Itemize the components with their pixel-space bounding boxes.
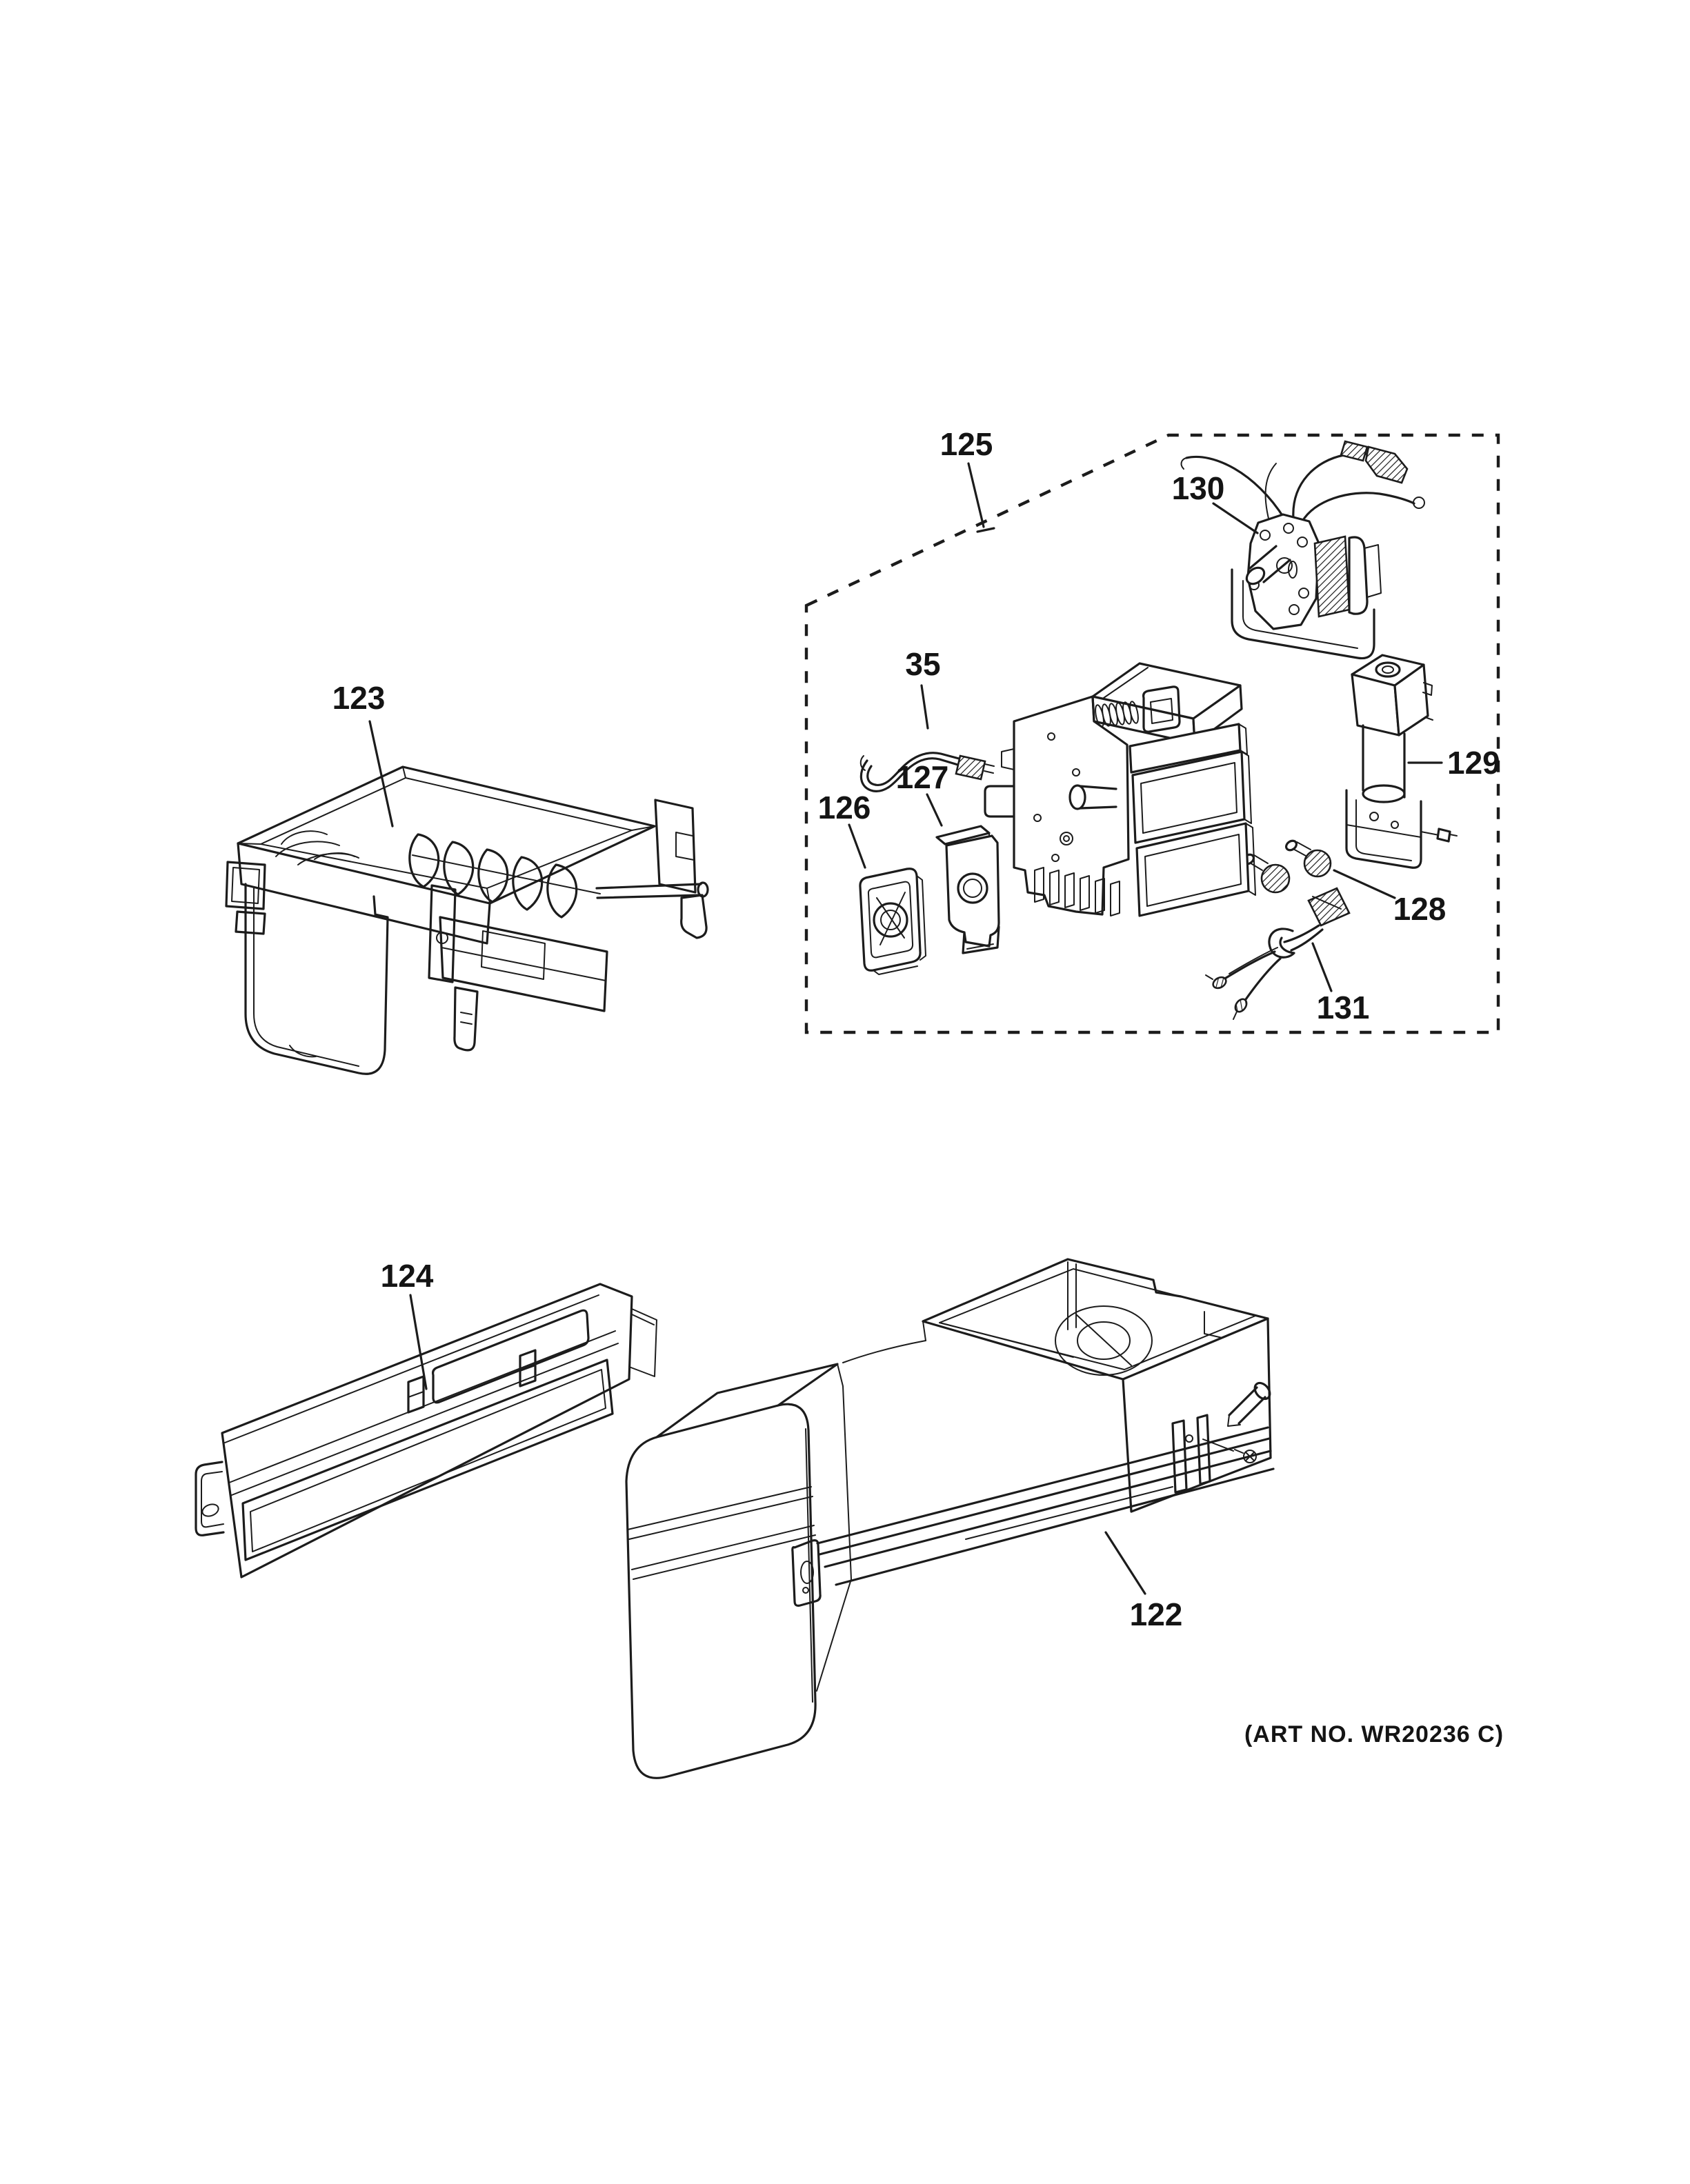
wire-harness-35-drawing [859, 752, 995, 792]
bracket-127-drawing [935, 825, 1000, 954]
art-number-text: (ART NO. WR20236 C) [1244, 1721, 1504, 1747]
ice-bucket-assembly-122-drawing [625, 1258, 1275, 1779]
front-panel-124-drawing [195, 1283, 657, 1579]
assembly-boundary-box-125 [804, 433, 1500, 1034]
callout-127: 127 [896, 759, 949, 795]
callout-labels: 125 130 35 129 126 127 128 131 123 124 1… [332, 426, 1500, 1632]
wire-harness-131-drawing [1205, 887, 1351, 1020]
callout-129: 129 [1447, 745, 1500, 781]
water-valve-129-drawing [1345, 654, 1458, 869]
callout-125: 125 [940, 426, 993, 462]
callout-leader-lines [368, 462, 1443, 1595]
callout-128: 128 [1393, 891, 1447, 927]
callout-123: 123 [332, 680, 386, 716]
callout-35: 35 [905, 646, 940, 682]
icemaker-assembly-123-drawing [225, 765, 709, 1075]
callout-126: 126 [818, 790, 871, 825]
switch-cover-126-drawing [859, 868, 926, 975]
callout-124: 124 [381, 1258, 434, 1294]
callout-122: 122 [1130, 1596, 1183, 1632]
icemaker-control-housing-drawing [984, 662, 1256, 917]
callout-130: 130 [1172, 470, 1225, 506]
icemaker-motor-module-130-drawing [1180, 440, 1425, 660]
callout-131: 131 [1317, 990, 1370, 1025]
